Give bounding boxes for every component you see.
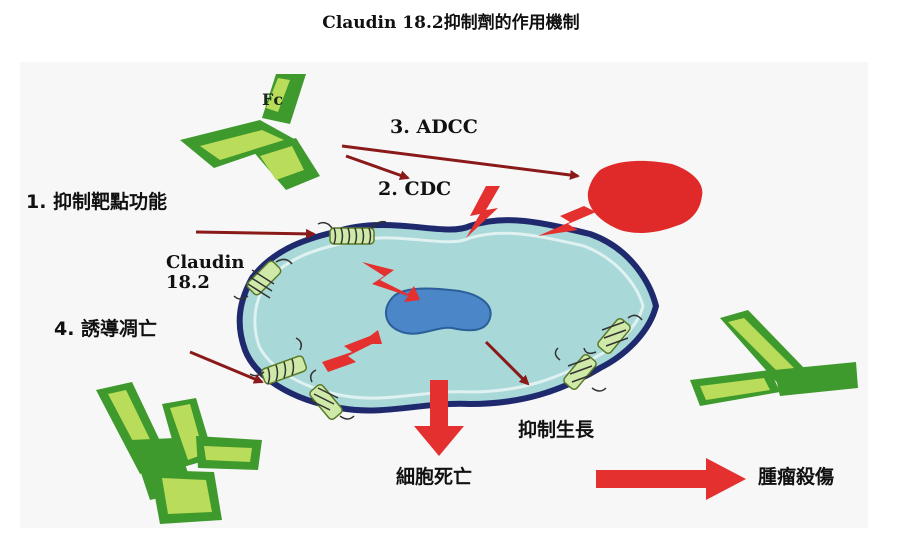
inhibit-growth-label: 抑制生長 xyxy=(518,419,595,441)
adcc-label: 3. ADCC xyxy=(390,116,478,138)
arrow-inhibit-growth xyxy=(484,340,530,386)
arrow-cell-death xyxy=(414,380,464,456)
lightning-inner xyxy=(362,262,420,302)
arrow-inhibit-target xyxy=(195,228,316,239)
arrow-cdc xyxy=(345,154,410,181)
effector-cell xyxy=(587,160,703,233)
fc-label: Fc xyxy=(262,90,284,109)
claudin-protein-bottom xyxy=(309,369,355,421)
cell-death-label: 細胞死亡 xyxy=(396,466,473,488)
lightning-cdc xyxy=(466,186,500,238)
cell-inner-rim xyxy=(253,231,645,400)
lightning-apoptosis xyxy=(322,330,382,372)
claudin-protein-top xyxy=(317,220,387,245)
claudin-protein-left xyxy=(233,258,293,300)
tumor-kill-label: 腫瘤殺傷 xyxy=(758,466,835,488)
apoptosis-label: 4. 誘導凋亡 xyxy=(54,318,158,340)
antibody-fc-top xyxy=(180,74,320,190)
arrow-adcc xyxy=(341,144,580,180)
arrow-tumor-kill xyxy=(596,458,746,500)
cdc-label: 2. CDC xyxy=(378,178,452,200)
lightning-adcc xyxy=(538,206,596,236)
claudin-label-line2: 18.2 xyxy=(166,272,210,293)
antibody-bottom-left-2 xyxy=(150,398,262,524)
page-title: Claudin 18.2抑制劑的作用機制 xyxy=(322,13,580,33)
claudin-protein-right-top xyxy=(583,314,643,355)
inhibit-target-label: 1. 抑制靶點功能 xyxy=(26,191,168,213)
claudin-protein-right-bottom xyxy=(554,347,607,392)
antibody-right xyxy=(690,310,858,406)
arrow-apoptosis xyxy=(189,350,264,384)
claudin-label-line1: Claudin xyxy=(166,252,245,273)
nucleus xyxy=(385,287,492,335)
